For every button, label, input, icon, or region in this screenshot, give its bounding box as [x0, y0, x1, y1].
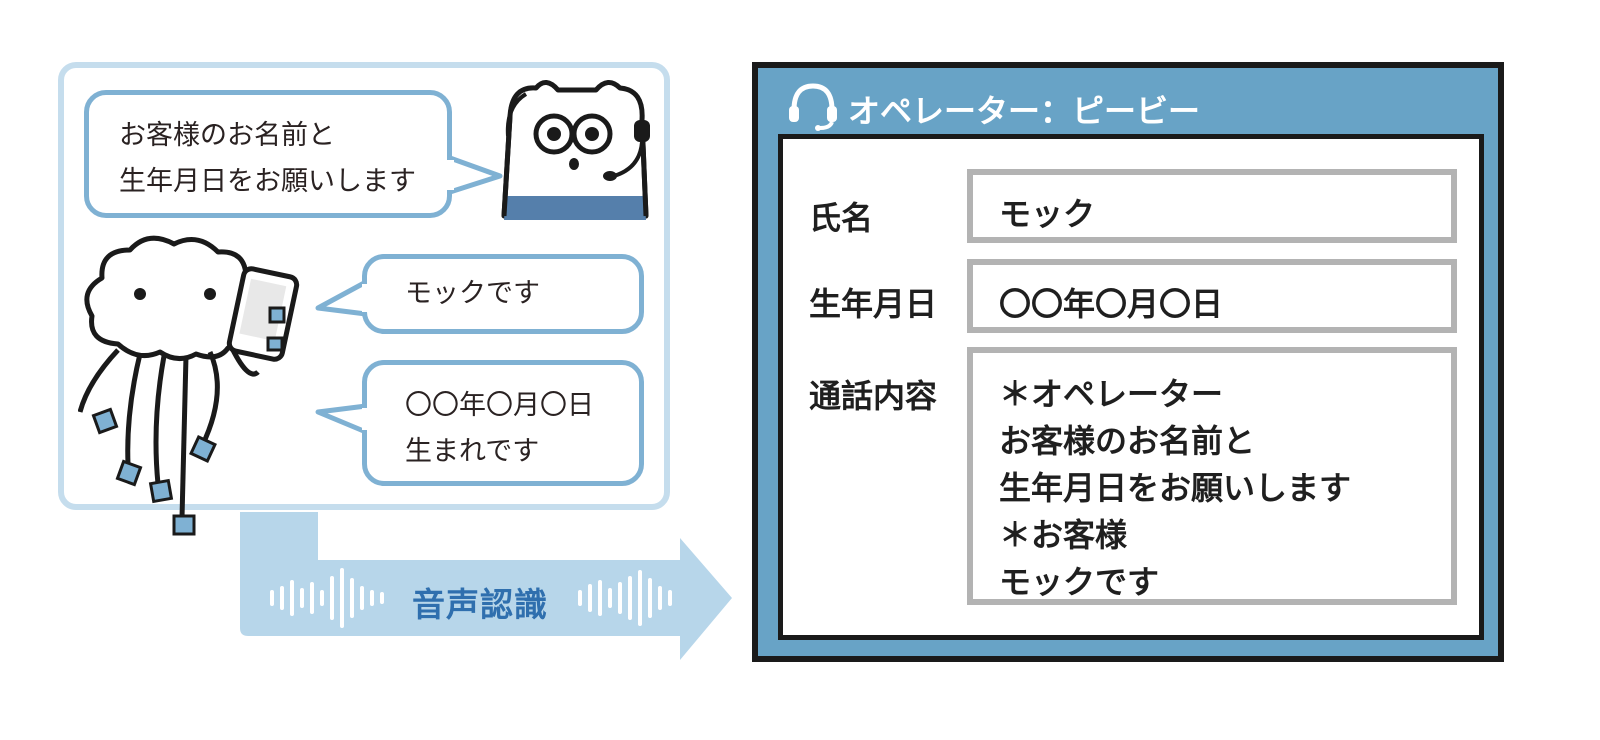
operator-window-title: オペレーター：ピービー	[848, 92, 1201, 130]
operator-form: 氏名 モック 生年月日 〇〇年〇月〇日 通話内容 ＊オペレーター お客様のお名前…	[778, 134, 1484, 640]
name-label: 氏名	[809, 199, 874, 237]
bear-operator-character	[501, 80, 650, 220]
customer-message-2: 〇〇年〇月〇日 生まれです	[405, 390, 594, 467]
operator-speech-bubble: お客様のお名前と 生年月日をお願いします	[84, 90, 452, 218]
speech-recognition-label: 音声認識	[412, 585, 548, 624]
operator-message: お客様のお名前と 生年月日をお願いします	[119, 120, 416, 197]
name-value: モック	[999, 195, 1096, 233]
sound-wave-icon	[578, 570, 672, 626]
operator-window: オペレーター：ピービー 氏名 モック 生年月日 〇〇年〇月〇日 通話内容 ＊オペ…	[752, 62, 1504, 662]
customer-message-1: モックです	[405, 278, 540, 309]
call-content-value: ＊オペレーター お客様のお名前と 生年月日をお願いします ＊お客様 モックです	[999, 375, 1352, 601]
sound-wave-icon	[270, 568, 384, 628]
headset-icon	[789, 83, 837, 131]
call-content-label: 通話内容	[809, 377, 938, 415]
call-content-field[interactable]: ＊オペレーター お客様のお名前と 生年月日をお願いします ＊お客様 モックです	[967, 347, 1457, 605]
birthdate-value: 〇〇年〇月〇日	[999, 285, 1224, 323]
name-field[interactable]: モック	[967, 169, 1457, 243]
cloud-customer-character	[78, 235, 300, 536]
smartphone-icon	[226, 266, 300, 362]
birthdate-label: 生年月日	[809, 285, 938, 323]
birthdate-field[interactable]: 〇〇年〇月〇日	[967, 259, 1457, 333]
